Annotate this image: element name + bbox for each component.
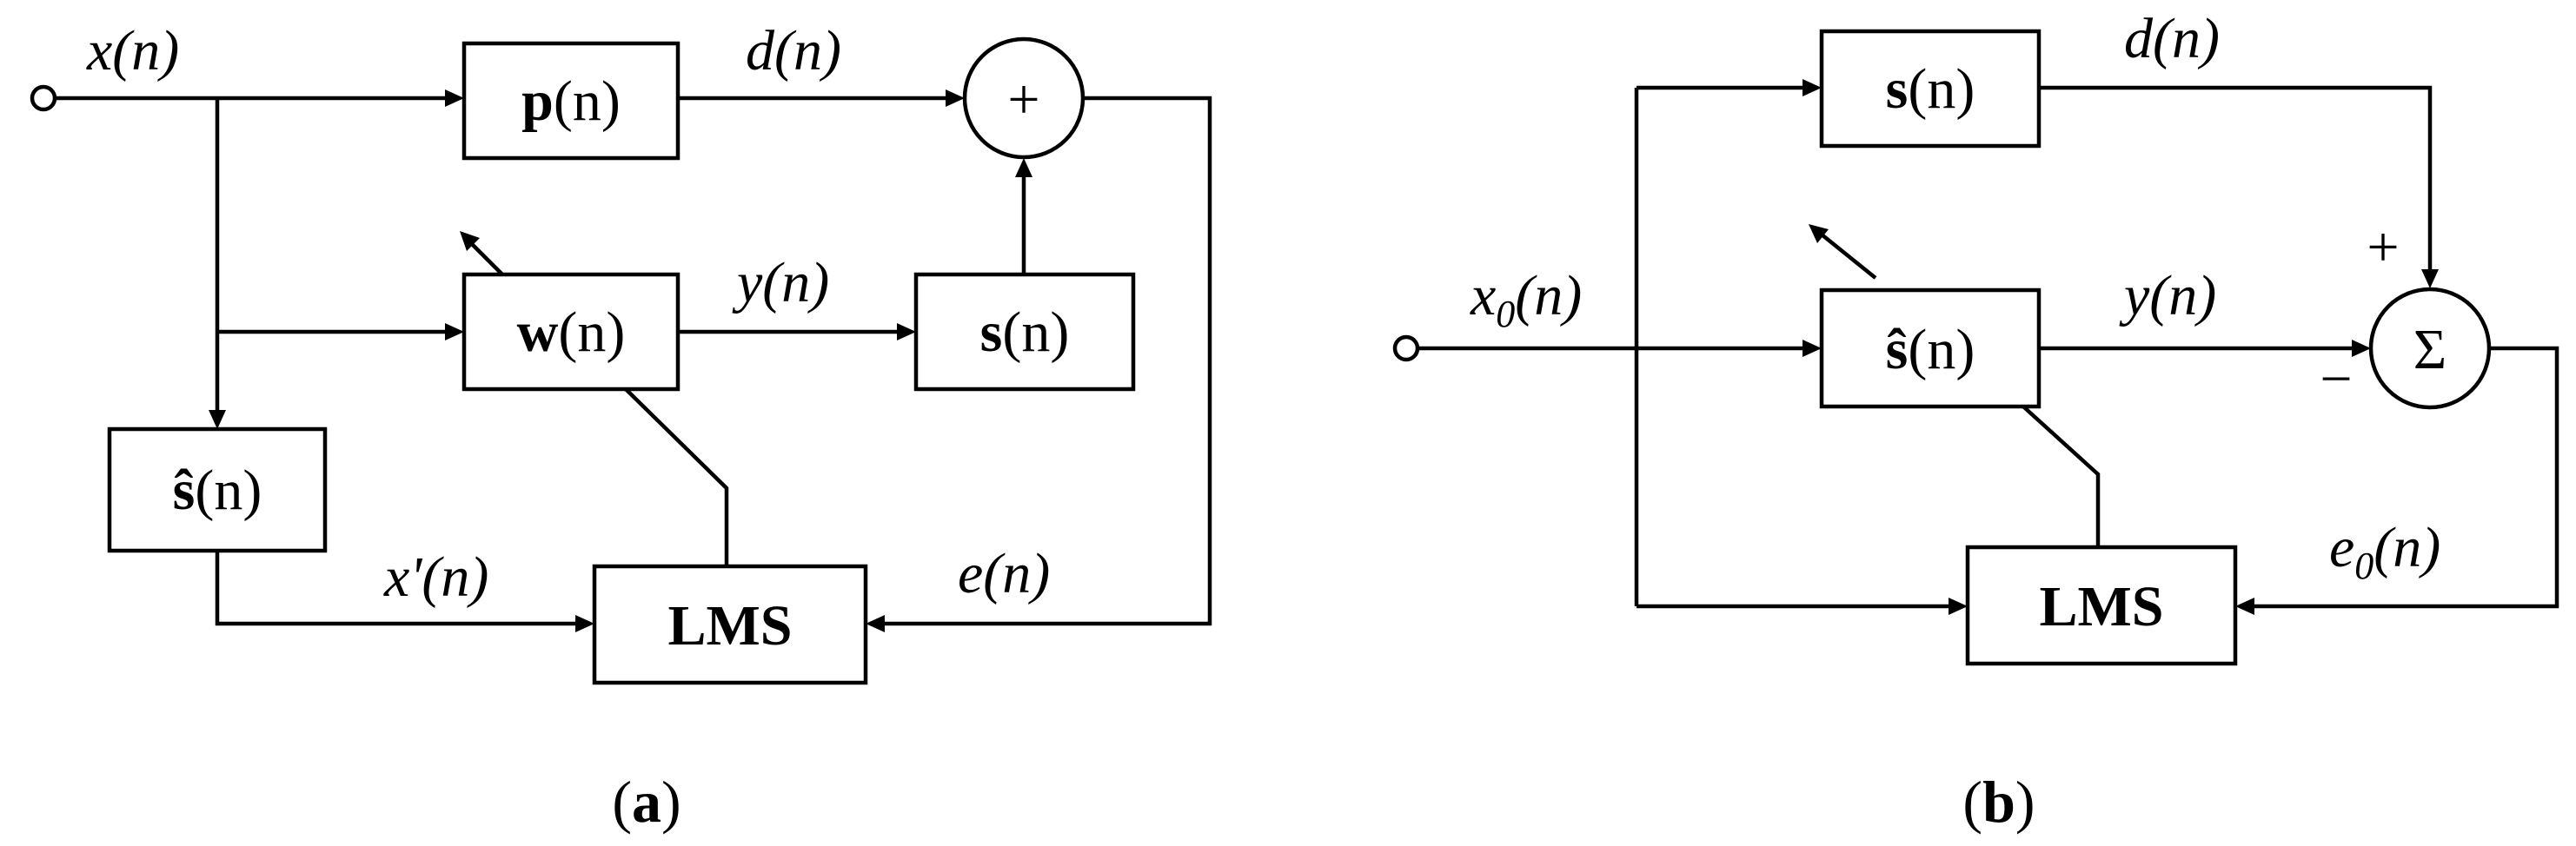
adaptive-arrow-b — [1820, 233, 1877, 280]
block-lms-b — [1965, 545, 2238, 666]
arrowhead — [2235, 598, 2254, 615]
input-terminal-a — [30, 84, 57, 112]
block-w — [461, 272, 681, 392]
arrowhead — [445, 89, 464, 107]
input-terminal-b — [1392, 334, 1420, 362]
diagram-a: p(n) + w(n) s(n) ŝ(n) LMS — [30, 19, 1212, 835]
wire-s-to-sigma — [2039, 85, 2433, 276]
arrowhead — [575, 615, 594, 632]
signal-y-label-b: y(n) — [2119, 264, 2216, 327]
block-lms-a — [592, 564, 868, 685]
arrowhead — [445, 323, 464, 340]
wire-shat-to-lms — [215, 551, 582, 626]
block-s-hat-a-label: ŝ(n) — [173, 459, 262, 522]
signal-e-label: e(n) — [958, 542, 1050, 605]
wire-lms-to-w — [624, 387, 729, 566]
block-lms-a-label: LMS — [667, 594, 792, 658]
arrowhead — [2352, 340, 2371, 357]
wire-error-a — [878, 96, 1212, 626]
caption-a: (a) — [612, 769, 681, 835]
arrowhead — [209, 410, 226, 429]
caption-b: (b) — [1962, 769, 2035, 835]
wire-lms-to-shat — [2022, 405, 2101, 547]
signal-d-label-a: d(n) — [746, 19, 841, 83]
block-p-label: p(n) — [521, 69, 621, 133]
block-p — [461, 41, 681, 161]
arrowhead — [1809, 224, 1829, 243]
signal-x-prime-label: x'(n) — [383, 545, 488, 609]
block-s-a — [913, 272, 1136, 392]
arrowhead — [1015, 158, 1032, 177]
signal-x-label: x(n) — [86, 19, 179, 83]
arrowhead — [1803, 340, 1822, 357]
minus-sign-label: − — [2320, 347, 2352, 411]
arrowhead — [1803, 79, 1822, 96]
block-lms-b-label: LMS — [2039, 575, 2163, 638]
sigma-symbol: Σ — [2413, 318, 2447, 381]
block-s-hat-a — [107, 426, 328, 553]
signal-x0-label: x0(n) — [1470, 264, 1582, 335]
diagram-b: s(n) ŝ(n) Σ + − LMS x0(n) d(n) y(n) e0(n… — [1392, 7, 2559, 835]
arrowhead — [946, 89, 965, 107]
arrowhead — [866, 615, 885, 632]
sum-symbol-a: + — [1007, 68, 1039, 131]
arrowhead — [897, 323, 916, 340]
arrowhead — [460, 231, 480, 251]
signal-e0-label: e0(n) — [2329, 516, 2440, 587]
arrowhead — [2421, 269, 2439, 288]
block-s-hat-b — [1819, 288, 2042, 409]
block-w-label: w(n) — [517, 301, 626, 364]
plus-sign-label: + — [2367, 215, 2399, 279]
signal-y-label-a: y(n) — [732, 251, 829, 314]
adaptive-arrow-a — [470, 242, 504, 276]
block-s-a-label: s(n) — [980, 301, 1070, 364]
block-s-hat-b-label: ŝ(n) — [1886, 318, 1975, 381]
signal-d-label-b: d(n) — [2124, 7, 2220, 70]
arrowhead — [1949, 598, 1968, 615]
wire-error-b — [2247, 346, 2559, 609]
block-s-b-label: s(n) — [1886, 57, 1975, 121]
